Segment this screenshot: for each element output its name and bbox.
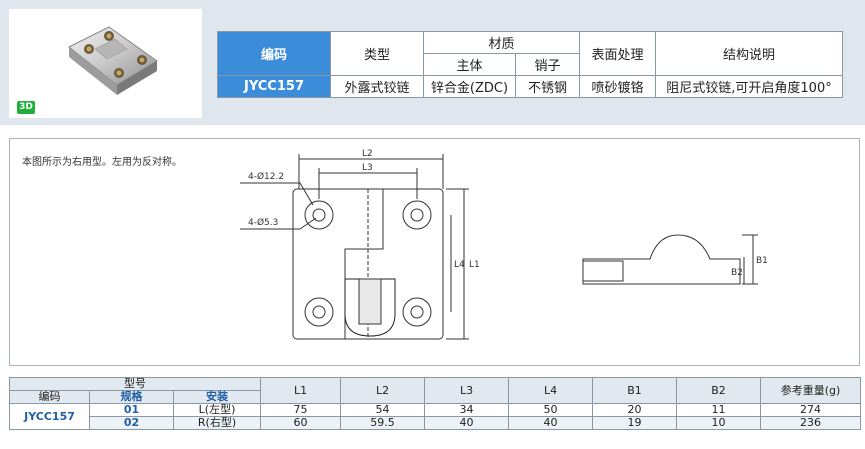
dims-header-install: 安装 xyxy=(172,390,262,404)
dims-value-cell: 11 xyxy=(676,403,762,417)
dims-header-spec: 规格 xyxy=(89,390,174,404)
spec-header-type: 类型 xyxy=(330,31,424,76)
spec-table: 编码 类型 材质 表面处理 结构说明 主体 销子 JYCC157 外露式铰链 锌… xyxy=(217,31,844,98)
dims-value-cell: 40 xyxy=(424,416,510,430)
spec-code-cell: JYCC157 xyxy=(217,75,331,98)
dims-value-cell: 54 xyxy=(340,403,426,417)
table-row: 02 R(右型) 60 59.5 40 40 19 10 236 xyxy=(10,416,862,430)
l3-label: L3 xyxy=(362,163,373,173)
dims-header-weight: 参考重量(g) xyxy=(760,377,862,404)
install-text: (右型) xyxy=(205,416,237,429)
3d-badge[interactable]: 3D xyxy=(17,101,35,114)
l1-label: L1 xyxy=(469,260,480,270)
dims-header-l3: L3 xyxy=(424,377,510,404)
dims-header-l2: L2 xyxy=(340,377,426,404)
hole-small-label: 4-Ø5.3 xyxy=(248,217,278,228)
l2-label: L2 xyxy=(362,149,373,159)
dims-header-b1: B1 xyxy=(592,377,678,404)
b1-label: B1 xyxy=(756,256,768,266)
dims-header-model: 型号 xyxy=(8,377,262,391)
install-letter: R xyxy=(197,416,206,429)
spec-header-material: 材质 xyxy=(422,31,581,54)
dims-header-l4: L4 xyxy=(508,377,594,404)
dims-value-cell: 40 xyxy=(508,416,594,430)
hole-large-label: 4-Ø12.2 xyxy=(248,171,284,182)
b2-label: B2 xyxy=(731,268,743,278)
dims-value-cell: 20 xyxy=(592,403,678,417)
spec-header-code: 编码 xyxy=(217,31,331,76)
spec-body-cell: 锌合金(ZDC) xyxy=(423,75,516,98)
dims-spec-cell: 01 xyxy=(89,403,174,417)
dims-install-cell: R(右型) xyxy=(172,416,262,430)
dims-install-cell: L(左型) xyxy=(172,403,262,417)
spec-pin-cell: 不锈钢 xyxy=(514,75,581,98)
table-row: JYCC157 01 L(左型) 75 54 34 50 20 11 274 xyxy=(9,403,862,430)
install-text: (左型) xyxy=(204,403,236,416)
technical-drawing: 本图所示为右用型。左用为反对称。 xyxy=(9,138,860,366)
dims-value-cell: 50 xyxy=(508,403,594,417)
dims-value-cell: 19 xyxy=(592,416,678,430)
spec-header-body: 主体 xyxy=(423,53,516,76)
spec-header-structure: 结构说明 xyxy=(655,31,844,76)
dims-weight-cell: 236 xyxy=(760,416,862,430)
l4-label: L4 xyxy=(454,260,465,270)
dimension-table: 型号 L1 L2 L3 L4 B1 B2 参考重量(g) 编码 规格 安装 JY… xyxy=(8,377,862,430)
dims-header-l1: L1 xyxy=(260,377,342,404)
spec-header-surface: 表面处理 xyxy=(579,31,657,76)
dims-value-cell: 75 xyxy=(260,403,342,417)
dims-value-cell: 10 xyxy=(676,416,762,430)
drawing-note: 本图所示为右用型。左用为反对称。 xyxy=(22,157,182,168)
install-letter: L xyxy=(198,403,205,416)
hinge-photo-icon xyxy=(68,26,158,95)
spec-surface-cell: 喷砂镀铬 xyxy=(579,75,657,98)
dims-value-cell: 34 xyxy=(424,403,510,417)
hinge-drawing: 4-Ø12.2 4-Ø5.3 L2 L3 L1 L4 B1 B2 xyxy=(240,149,768,340)
spec-structure-cell: 阻尼式铰链,可开启角度100° xyxy=(655,75,844,98)
dims-code-cell: JYCC157 xyxy=(9,403,90,430)
spec-type-cell: 外露式铰链 xyxy=(330,75,424,98)
dims-spec-cell: 02 xyxy=(89,416,174,430)
dims-value-cell: 60 xyxy=(260,416,342,430)
dims-weight-cell: 274 xyxy=(760,403,862,417)
product-photo: 3D xyxy=(9,9,202,118)
dims-value-cell: 59.5 xyxy=(340,416,426,430)
spec-header-pin: 销子 xyxy=(514,53,581,76)
dims-header-code: 编码 xyxy=(9,390,90,404)
dims-header-b2: B2 xyxy=(676,377,762,404)
